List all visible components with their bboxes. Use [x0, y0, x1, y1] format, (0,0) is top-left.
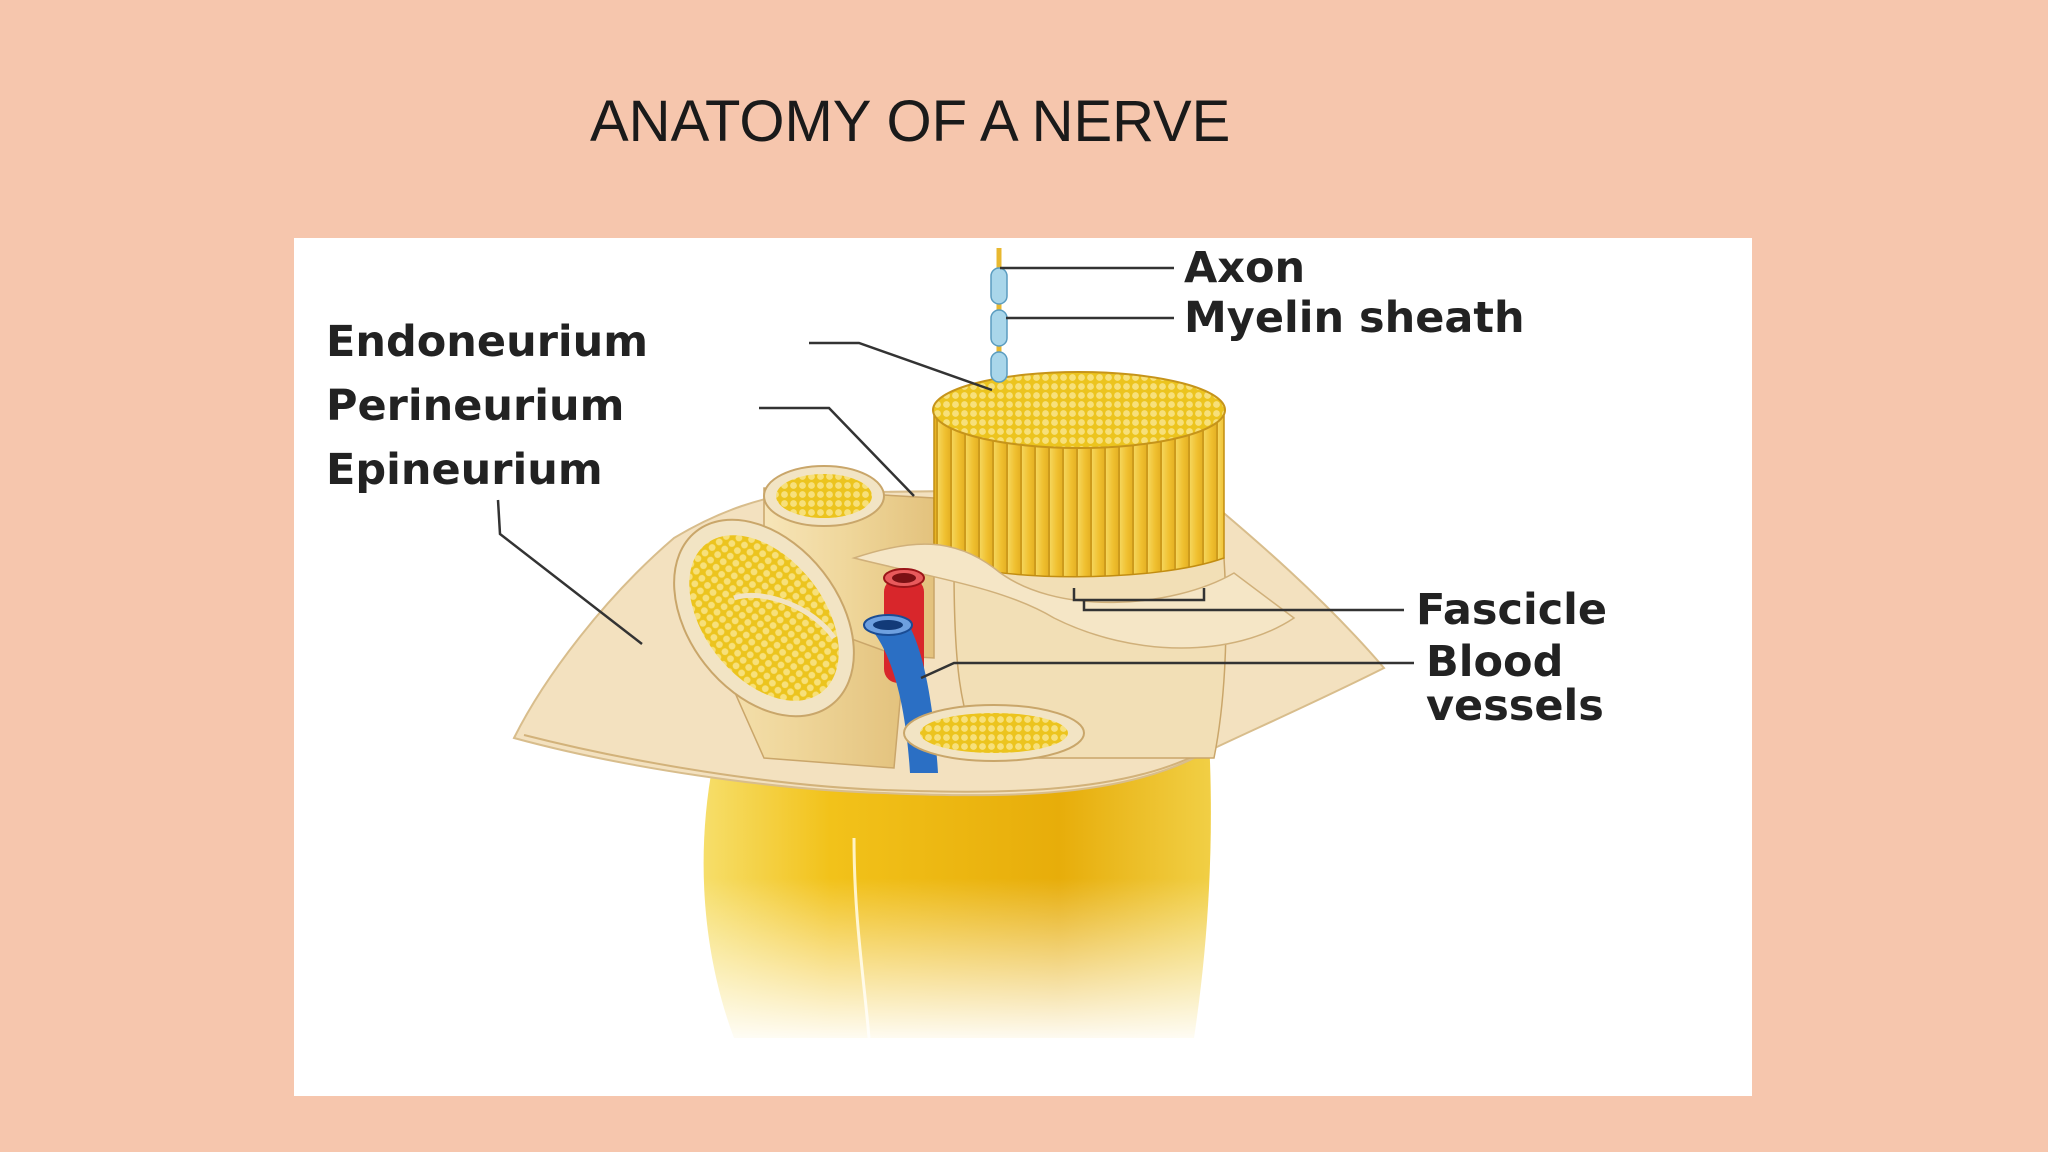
label-epineurium: Epineurium: [326, 445, 603, 495]
labels: Axon Myelin sheath Endoneurium Perineuri…: [326, 243, 1607, 731]
leader-lines: [496, 266, 1414, 680]
label-fascicle: Fascicle: [1416, 585, 1607, 635]
fascicle-main: [851, 371, 1296, 759]
fascicle-left: [673, 518, 905, 769]
label-perineurium: Perineurium: [326, 381, 624, 431]
slide-title: ANATOMY OF A NERVE: [590, 89, 1231, 154]
label-endoneurium: Endoneurium: [326, 317, 648, 367]
nerve-anatomy-figure: Axon Myelin sheath Endoneurium Perineuri…: [294, 238, 1752, 1096]
label-axon: Axon: [1184, 243, 1305, 293]
label-blood-vessels-line1: Blood: [1426, 637, 1563, 687]
fascicle-bottom: [903, 704, 1085, 762]
nerve-illustration: Axon Myelin sheath Endoneurium Perineuri…: [326, 243, 1607, 1048]
nerve-trunk: [674, 738, 1234, 1048]
axon-with-myelin: [990, 248, 1008, 383]
label-myelin-sheath: Myelin sheath: [1184, 293, 1525, 343]
label-blood-vessels-line2: vessels: [1426, 681, 1604, 731]
